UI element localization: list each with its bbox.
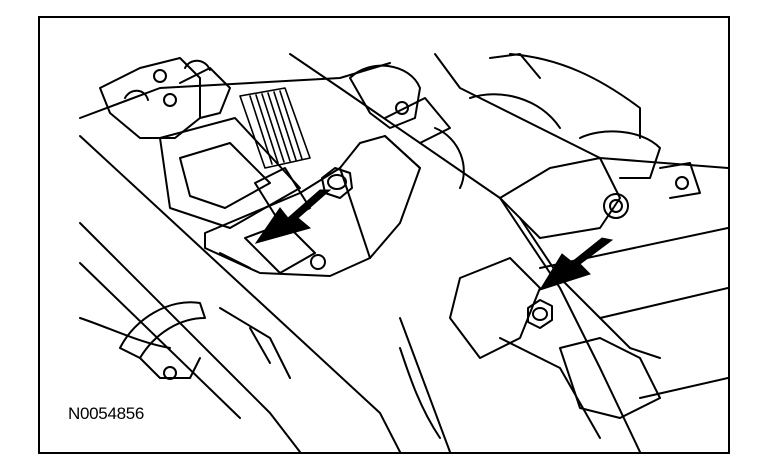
figure-reference-code: N0054856 [66, 404, 147, 424]
frame-rail-lines [79, 53, 728, 452]
upper-arrow [254, 189, 332, 244]
rear-bracket [499, 130, 701, 359]
figure-frame: N0054856 [38, 16, 730, 454]
upper-linkage [349, 53, 641, 189]
lower-bolt [527, 299, 553, 329]
engine-mount-drawing [79, 53, 728, 452]
upper-housing [99, 57, 231, 139]
ribbed-pad [239, 87, 311, 169]
lower-left-bracket [79, 301, 291, 380]
lower-right-structure [399, 257, 661, 439]
lower-arrow [538, 237, 614, 291]
